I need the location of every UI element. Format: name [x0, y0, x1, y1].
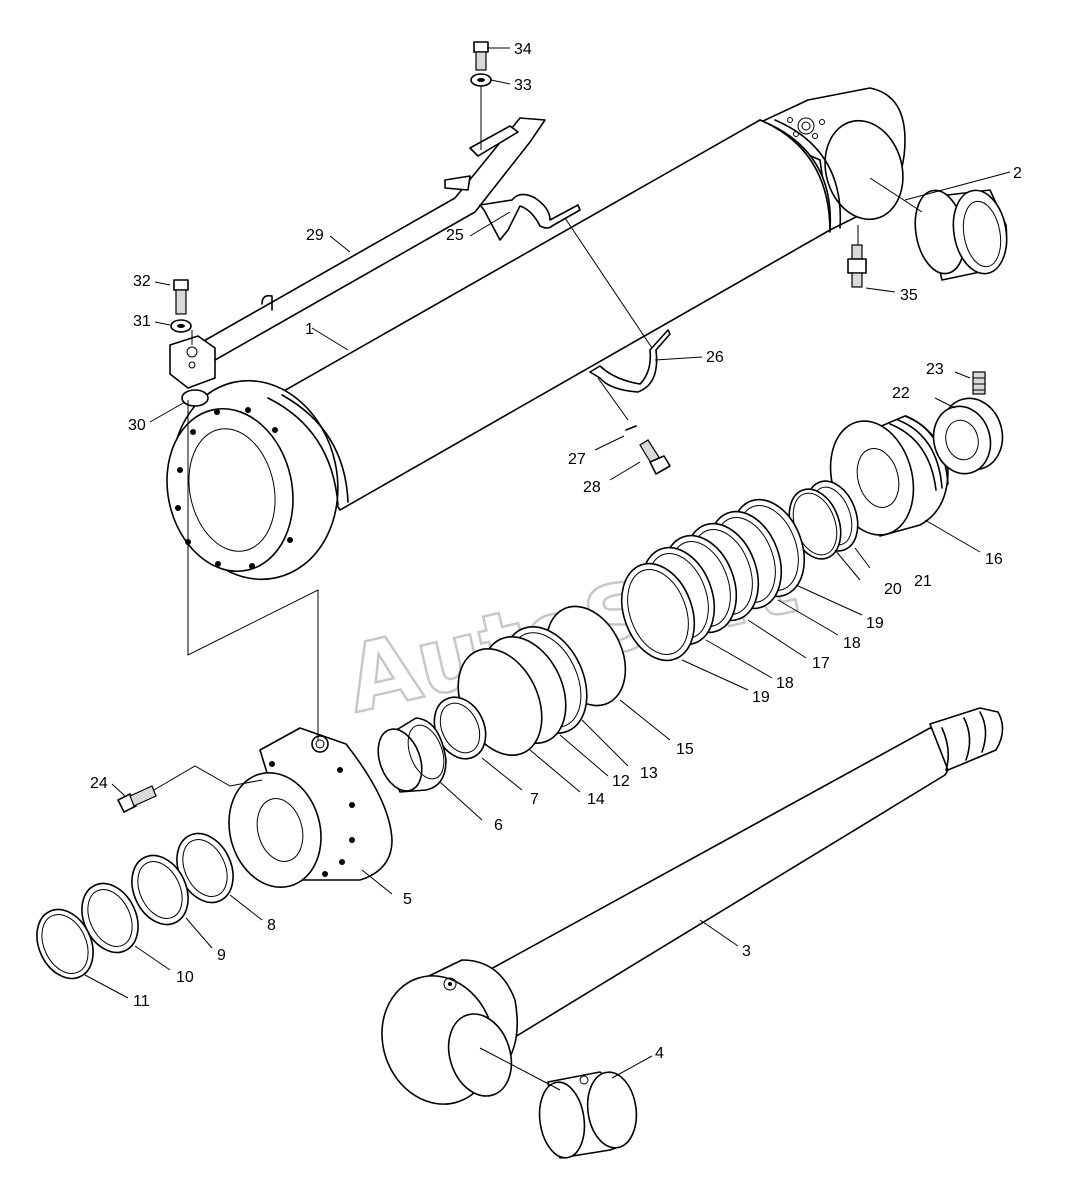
callout-22: 22 — [892, 385, 910, 402]
callout-21: 21 — [914, 573, 932, 590]
callout-7: 7 — [530, 791, 539, 808]
callout-25: 25 — [446, 227, 464, 244]
callout-11: 11 — [133, 993, 150, 1010]
callout-18-a: 18 — [843, 635, 861, 652]
callout-29: 29 — [306, 227, 324, 244]
callout-28: 28 — [583, 479, 601, 496]
clamp-26 — [589, 329, 671, 393]
callout-19-a: 19 — [866, 615, 884, 632]
seal-11 — [36, 908, 94, 980]
callout-23: 23 — [926, 361, 944, 378]
seal-9 — [131, 854, 189, 926]
callout-10: 10 — [176, 969, 194, 986]
callout-33: 33 — [514, 77, 532, 94]
cylinder-head-5 — [228, 727, 393, 889]
callout-6: 6 — [494, 817, 503, 834]
callout-35: 35 — [900, 287, 918, 304]
clamp-25 — [479, 193, 581, 241]
leader-lines — [84, 47, 1011, 1079]
callout-31: 31 — [133, 313, 151, 330]
grease-fitting-35 — [847, 225, 867, 288]
callout-24: 24 — [90, 775, 108, 792]
callout-13: 13 — [640, 765, 658, 782]
bolt-32 — [173, 279, 189, 315]
callout-18-b: 18 — [776, 675, 794, 692]
callout-32: 32 — [133, 273, 151, 290]
callout-15: 15 — [676, 741, 694, 758]
callout-17: 17 — [812, 655, 830, 672]
callout-19-b: 19 — [752, 689, 770, 706]
set-screw-23 — [972, 371, 986, 395]
callout-26: 26 — [706, 349, 724, 366]
callout-4: 4 — [655, 1045, 664, 1062]
bolt-34 — [473, 41, 489, 71]
seal-stack — [620, 498, 806, 662]
callout-27: 27 — [568, 451, 586, 468]
bolt-24 — [117, 785, 157, 813]
callout-3: 3 — [742, 943, 751, 960]
callout-8: 8 — [267, 917, 276, 934]
cylinder-tube — [166, 87, 906, 581]
callout-30: 30 — [128, 417, 146, 434]
callout-20: 20 — [884, 581, 902, 598]
callout-34: 34 — [514, 41, 532, 58]
washer-33 — [470, 73, 492, 87]
callout-5: 5 — [403, 891, 412, 908]
callout-14: 14 — [587, 791, 605, 808]
bushing-6 — [377, 717, 447, 793]
callout-1: 1 — [305, 321, 314, 338]
bushing-4 — [538, 1071, 638, 1159]
seal-8 — [176, 832, 234, 904]
bushing-2 — [914, 189, 1008, 281]
hydraulic-pipe — [169, 117, 546, 407]
callout-numbers: 1 2 3 4 5 6 7 8 9 10 11 12 13 14 15 16 1… — [90, 41, 1022, 1062]
flange-bolt-holes — [175, 407, 293, 569]
callout-16: 16 — [985, 551, 1003, 568]
washer-31 — [170, 319, 192, 333]
bolt-28 — [639, 439, 671, 475]
callout-9: 9 — [217, 947, 226, 964]
nut-22 — [932, 397, 1004, 475]
piston-rod-3 — [381, 707, 1004, 1105]
callout-12: 12 — [612, 773, 630, 790]
callout-2: 2 — [1013, 165, 1022, 182]
